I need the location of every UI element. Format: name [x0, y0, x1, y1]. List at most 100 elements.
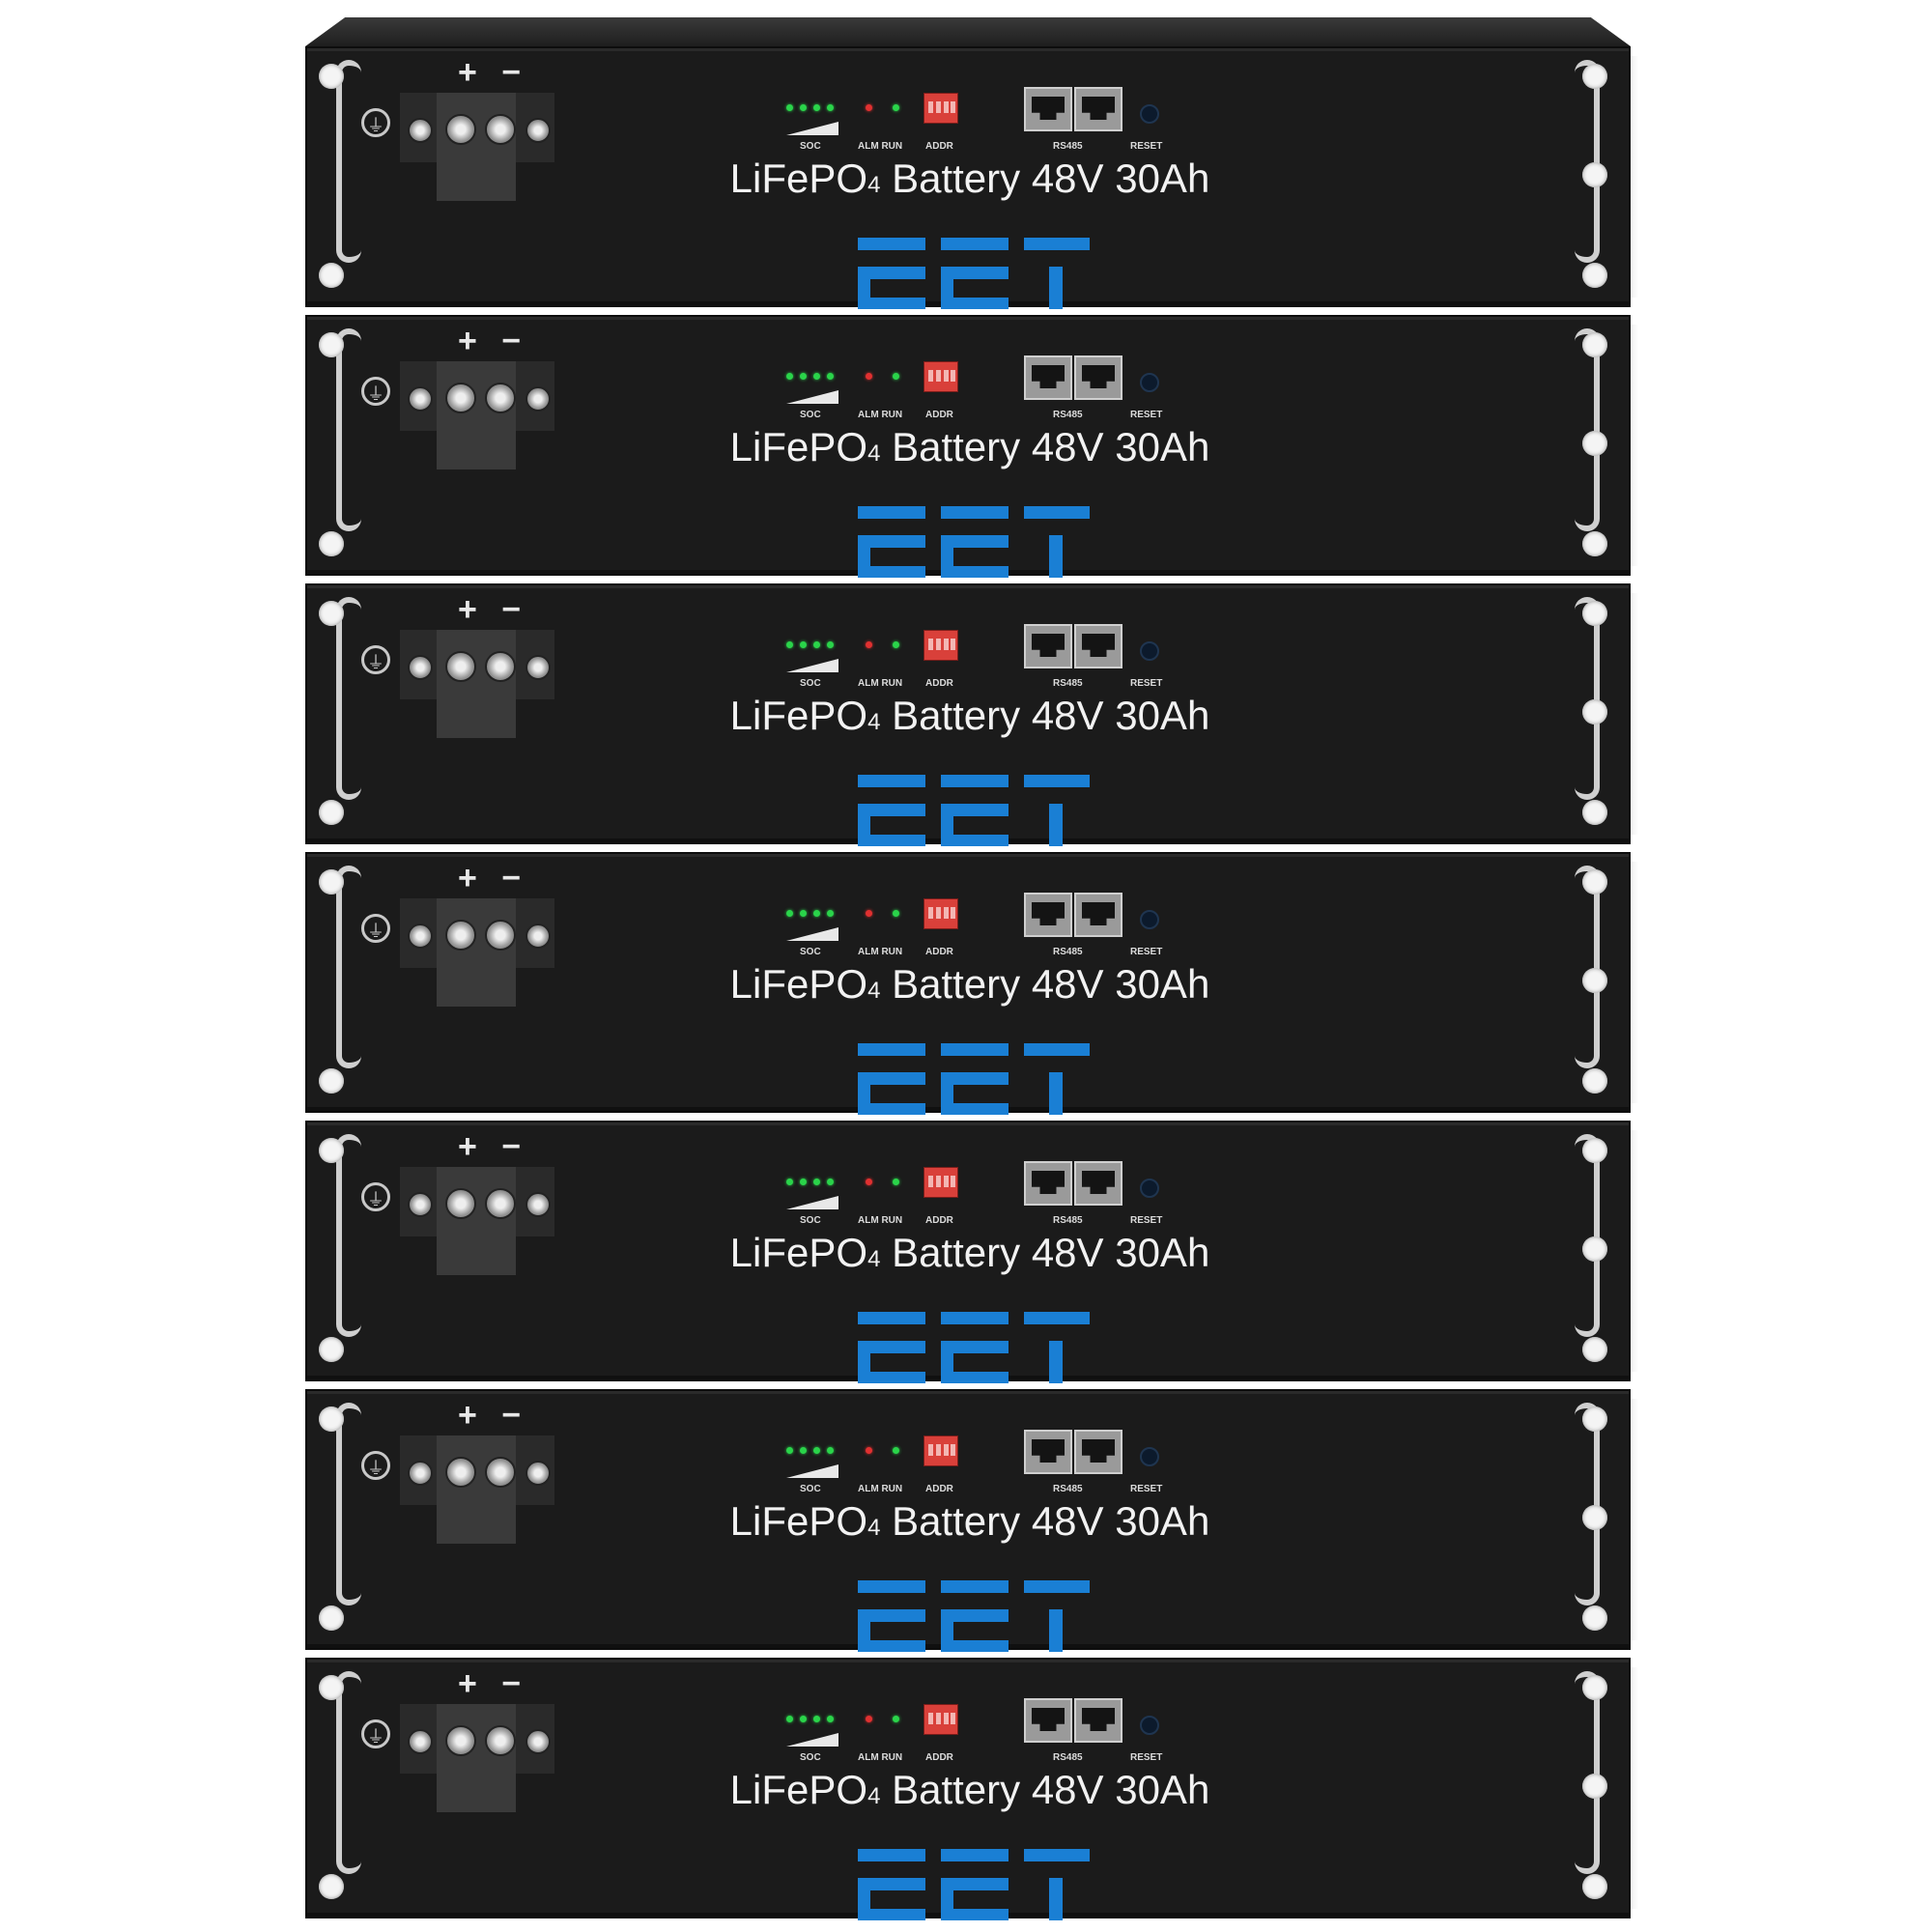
positive-terminal-icon[interactable]	[445, 1188, 476, 1219]
negative-terminal-icon[interactable]	[485, 1188, 516, 1219]
rs485-port-icon[interactable]	[1074, 1430, 1122, 1474]
right-handle-icon[interactable]	[1575, 1403, 1600, 1605]
mount-hole-icon	[319, 1605, 344, 1631]
reset-button-icon[interactable]	[1140, 910, 1159, 929]
left-handle-icon[interactable]	[336, 597, 361, 800]
positive-terminal-icon[interactable]	[445, 1457, 476, 1488]
left-handle-icon[interactable]	[336, 60, 361, 263]
soc-label: SOC	[800, 410, 821, 420]
rs485-port-icon[interactable]	[1074, 1161, 1122, 1206]
mount-hole-icon	[319, 1138, 344, 1163]
product-title: LiFePO4 Battery 48V 30Ah	[729, 693, 1210, 738]
soc-label: SOC	[800, 1215, 821, 1226]
rs485-port-icon[interactable]	[1024, 893, 1072, 937]
rack-top-cover	[305, 17, 1631, 46]
positive-terminal-icon[interactable]	[445, 651, 476, 682]
reset-button-icon[interactable]	[1140, 641, 1159, 661]
rs485-port-icon[interactable]	[1024, 624, 1072, 668]
run-led-icon	[893, 910, 899, 917]
rs485-label: RS485	[1053, 1215, 1083, 1226]
positive-terminal-icon[interactable]	[445, 920, 476, 951]
negative-terminal-icon[interactable]	[485, 1457, 516, 1488]
rs485-port-icon[interactable]	[1024, 1161, 1072, 1206]
soc-led-icon	[786, 1716, 793, 1722]
terminal-screw-icon	[408, 923, 433, 949]
eet-logo: EET	[858, 506, 1090, 578]
negative-terminal-icon[interactable]	[485, 1725, 516, 1756]
soc-led-icon	[827, 104, 834, 111]
mount-hole-icon	[1582, 1138, 1607, 1163]
right-handle-icon[interactable]	[1575, 328, 1600, 531]
rs485-port-icon[interactable]	[1024, 87, 1072, 131]
positive-terminal-icon[interactable]	[445, 114, 476, 145]
address-dip-switch[interactable]	[923, 1704, 958, 1735]
rs485-port-icon[interactable]	[1074, 1698, 1122, 1743]
mount-hole-icon	[319, 1874, 344, 1899]
soc-led-icon	[800, 1716, 807, 1722]
rs485-label: RS485	[1053, 678, 1083, 689]
rs485-port-icon[interactable]	[1074, 87, 1122, 131]
terminal-screw-icon	[408, 118, 433, 143]
left-handle-icon[interactable]	[336, 328, 361, 531]
soc-wedge-icon	[786, 927, 838, 941]
soc-led-icon	[786, 910, 793, 917]
address-dip-switch[interactable]	[923, 898, 958, 929]
alm-run-label: ALM RUN	[858, 1215, 903, 1226]
left-handle-icon[interactable]	[336, 1403, 361, 1605]
mount-hole-icon	[1582, 1068, 1607, 1094]
right-handle-icon[interactable]	[1575, 1671, 1600, 1874]
positive-terminal-icon[interactable]	[445, 383, 476, 413]
mount-hole-icon	[1582, 601, 1607, 626]
negative-terminal-icon[interactable]	[485, 383, 516, 413]
soc-wedge-icon	[786, 390, 838, 404]
polarity-label: + −	[458, 323, 529, 359]
soc-led-icon	[827, 1716, 834, 1722]
rs485-port-icon[interactable]	[1074, 355, 1122, 400]
negative-terminal-icon[interactable]	[485, 920, 516, 951]
addr-label: ADDR	[925, 1484, 953, 1494]
rs485-port-icon[interactable]	[1024, 355, 1072, 400]
soc-led-icon	[813, 910, 820, 917]
rs485-label: RS485	[1053, 1752, 1083, 1763]
reset-button-icon[interactable]	[1140, 373, 1159, 392]
address-dip-switch[interactable]	[923, 93, 958, 124]
eet-logo: EET	[858, 1043, 1090, 1115]
rs485-port-icon[interactable]	[1074, 893, 1122, 937]
soc-led-icon	[786, 104, 793, 111]
mount-hole-icon	[319, 531, 344, 556]
rs485-port-icon[interactable]	[1024, 1698, 1072, 1743]
right-handle-icon[interactable]	[1575, 597, 1600, 800]
reset-button-icon[interactable]	[1140, 1179, 1159, 1198]
right-handle-icon[interactable]	[1575, 60, 1600, 263]
soc-leds	[786, 1716, 844, 1725]
reset-button-icon[interactable]	[1140, 1447, 1159, 1466]
mount-hole-icon	[319, 1068, 344, 1094]
mount-hole-icon	[319, 1675, 344, 1700]
address-dip-switch[interactable]	[923, 1167, 958, 1198]
positive-terminal-icon[interactable]	[445, 1725, 476, 1756]
right-handle-icon[interactable]	[1575, 866, 1600, 1068]
mount-hole-icon	[1582, 531, 1607, 556]
run-led-icon	[893, 1716, 899, 1722]
negative-terminal-icon[interactable]	[485, 114, 516, 145]
alarm-led-icon	[866, 910, 872, 917]
polarity-label: + −	[458, 860, 529, 896]
reset-button-icon[interactable]	[1140, 104, 1159, 124]
address-dip-switch[interactable]	[923, 1435, 958, 1466]
left-handle-icon[interactable]	[336, 1134, 361, 1337]
left-handle-icon[interactable]	[336, 1671, 361, 1874]
address-dip-switch[interactable]	[923, 361, 958, 392]
run-led-icon	[893, 641, 899, 648]
negative-terminal-icon[interactable]	[485, 651, 516, 682]
eet-logo: EET	[858, 238, 1090, 309]
reset-button-icon[interactable]	[1140, 1716, 1159, 1735]
right-handle-icon[interactable]	[1575, 1134, 1600, 1337]
alarm-led-icon	[866, 1447, 872, 1454]
mount-hole-icon	[1582, 869, 1607, 895]
left-handle-icon[interactable]	[336, 866, 361, 1068]
mount-hole-icon	[1582, 64, 1607, 89]
alm-run-label: ALM RUN	[858, 947, 903, 957]
rs485-port-icon[interactable]	[1024, 1430, 1072, 1474]
rs485-port-icon[interactable]	[1074, 624, 1122, 668]
address-dip-switch[interactable]	[923, 630, 958, 661]
